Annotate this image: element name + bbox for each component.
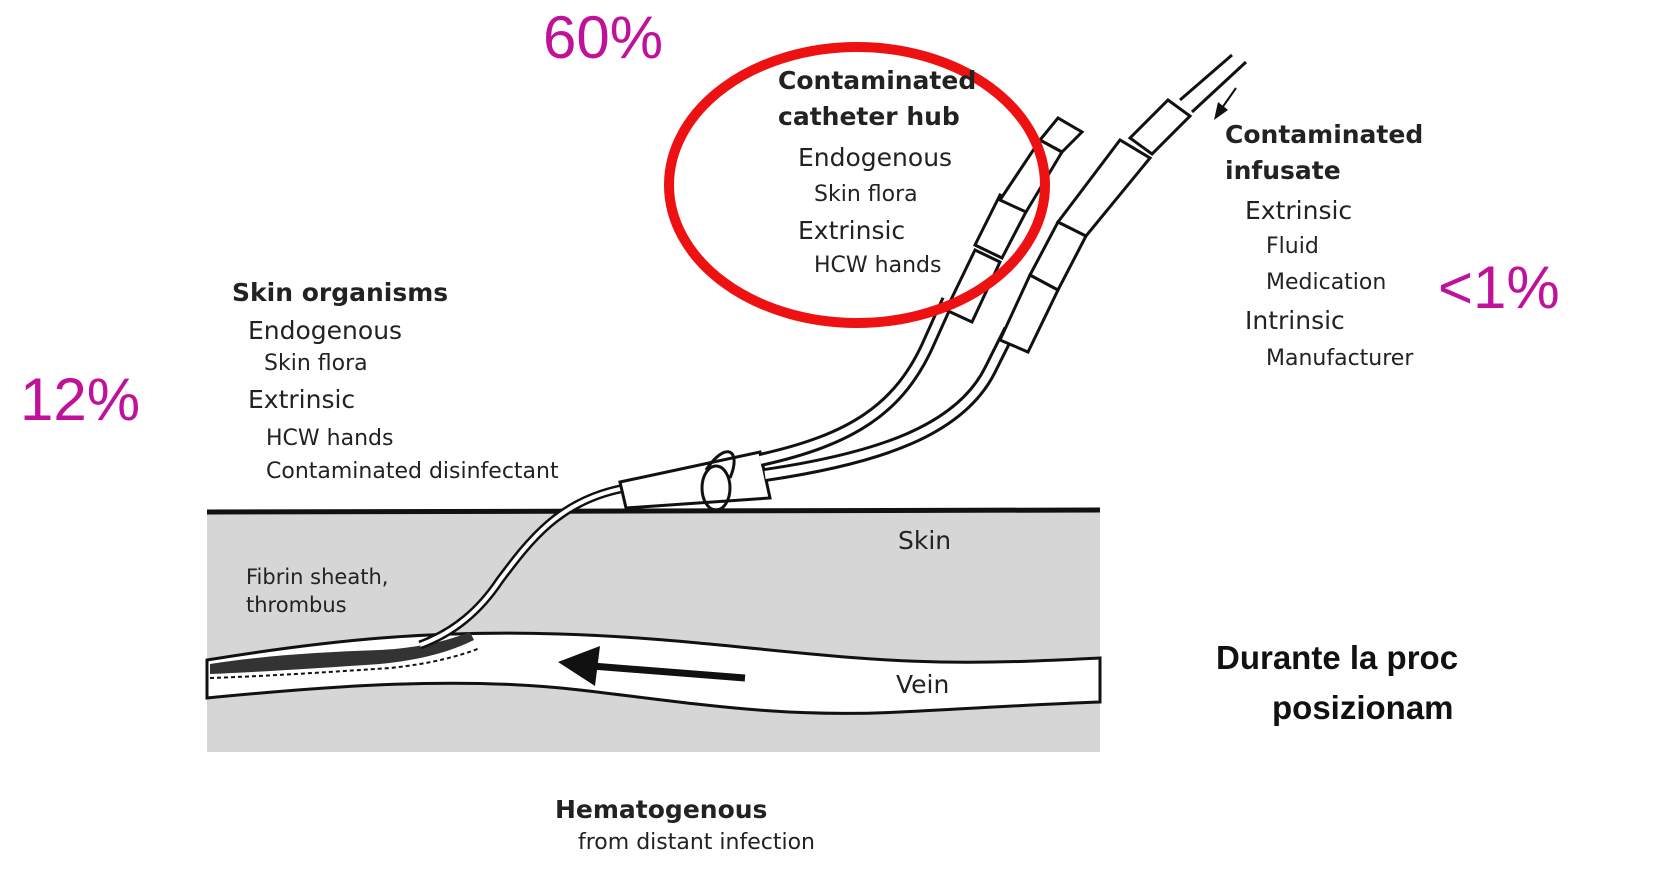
tissue-block	[207, 512, 1100, 752]
fibrin-label-line2: thrombus	[246, 595, 347, 616]
skin-surface-line	[207, 510, 1100, 512]
infusate-title-line2: infusate	[1225, 158, 1341, 183]
hub-endogenous: Endogenous	[798, 145, 952, 170]
side-note-line1: Durante la proc	[1216, 641, 1458, 674]
skin-organisms-title: Skin organisms	[232, 280, 448, 305]
hub-extrinsic: Extrinsic	[798, 218, 905, 243]
infusion-arrow-head	[1214, 102, 1228, 120]
hub-hcw-hands: HCW hands	[814, 255, 941, 277]
infusate-title-line1: Contaminated	[1225, 122, 1423, 147]
infusate-extrinsic: Extrinsic	[1245, 198, 1352, 223]
pct-skin: 12%	[20, 370, 140, 430]
skin-organisms-skin-flora: Skin flora	[264, 353, 368, 375]
fibrin-label-line1: Fibrin sheath,	[246, 567, 388, 588]
infusate-fluid: Fluid	[1266, 236, 1319, 258]
skin-organisms-extrinsic: Extrinsic	[248, 387, 355, 412]
skin-organisms-disinfectant: Contaminated disinfectant	[266, 461, 559, 483]
hematogenous-subtitle: from distant infection	[578, 832, 815, 854]
catheter-hub	[620, 452, 770, 508]
skin-label: Skin	[898, 528, 951, 553]
skin-organisms-hcw-hands: HCW hands	[266, 428, 393, 450]
pct-hub: 60%	[543, 8, 663, 68]
vein-label: Vein	[896, 672, 949, 697]
hub-title-line1: Contaminated	[778, 68, 976, 93]
infusion-line-a	[1180, 55, 1232, 100]
infusate-intrinsic: Intrinsic	[1245, 308, 1345, 333]
infusate-medication: Medication	[1266, 272, 1386, 294]
infusate-manufacturer: Manufacturer	[1266, 348, 1413, 370]
skin-organisms-endogenous: Endogenous	[248, 318, 402, 343]
infusion-arrow-shaft	[1222, 88, 1236, 108]
hub-title-line2: catheter hub	[778, 104, 960, 129]
hematogenous-title: Hematogenous	[555, 797, 767, 822]
side-note-line2: posizionam	[1272, 691, 1454, 724]
pct-infusate: <1%	[1438, 258, 1560, 318]
hub-skin-flora: Skin flora	[814, 184, 918, 206]
